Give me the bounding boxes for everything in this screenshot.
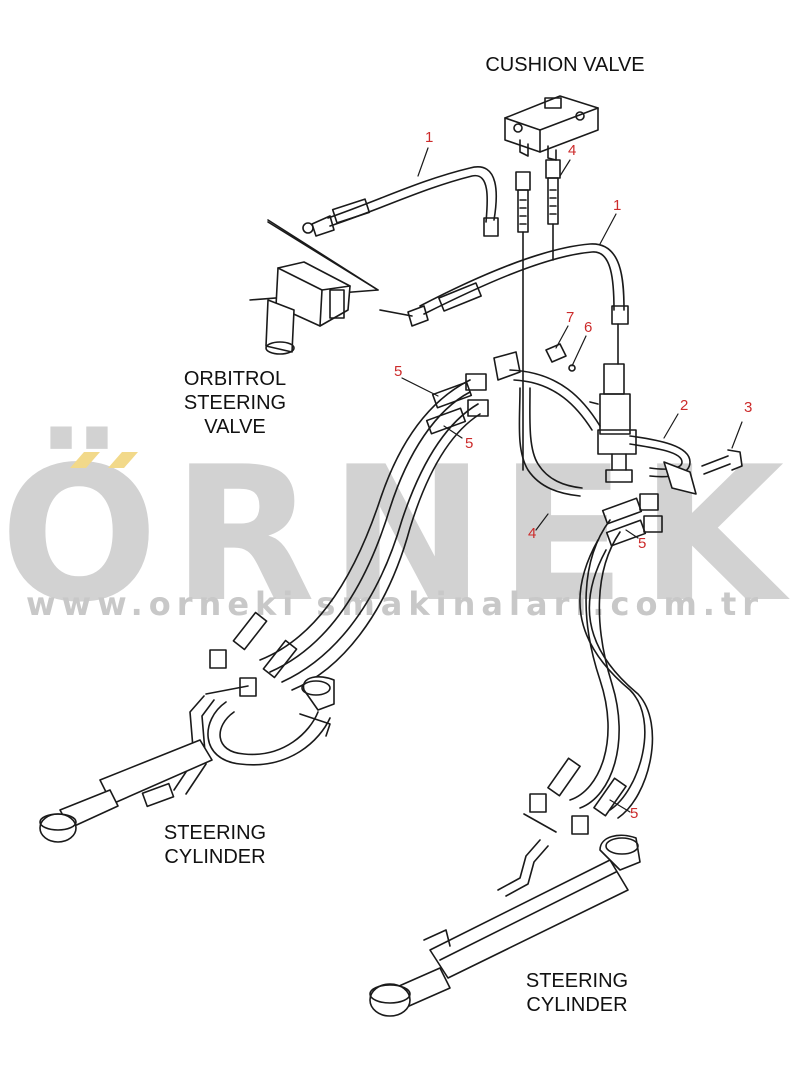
tee-block-drawing xyxy=(545,323,637,483)
part-number-5-left-bottom: 5 xyxy=(465,435,474,452)
leader-lines xyxy=(401,147,743,813)
hose-1-mid xyxy=(379,243,629,327)
part-number-5-left-top: 5 xyxy=(394,363,403,380)
label-cushion-valve: CUSHION VALVE xyxy=(485,54,645,76)
part-number-5-right-mid: 5 xyxy=(638,535,647,552)
label-orbitrol-line1: ORBITROL xyxy=(183,368,287,390)
orbitrol-valve-drawing xyxy=(249,219,379,355)
label-orbitrol-line3: VALVE xyxy=(204,416,266,438)
part-number-6: 6 xyxy=(584,319,593,336)
fittings-4-top xyxy=(515,159,561,471)
hose-1-top xyxy=(302,166,499,237)
label-orbitrol-line2: STEERING xyxy=(183,392,287,414)
steering-cylinder-left-drawing xyxy=(39,676,335,843)
label-cylinder-right-line1: STEERING xyxy=(525,970,629,992)
cushion-valve-drawing xyxy=(504,95,599,161)
part-number-2: 2 xyxy=(680,397,689,414)
watermark-accent-icon xyxy=(70,452,138,468)
label-cylinder-right-line2: CYLINDER xyxy=(526,994,628,1016)
watermark-url: www.orneki smakinalari.com.tr xyxy=(25,585,765,623)
label-cylinder-left-line1: STEERING xyxy=(163,822,267,844)
label-cylinder-left-line2: CYLINDER xyxy=(164,846,266,868)
part-number-1-top: 1 xyxy=(425,129,434,146)
part-number-4-top: 4 xyxy=(568,142,577,159)
part-number-4-bottom: 4 xyxy=(528,525,537,542)
hose-2-and-bolt-3 xyxy=(629,435,743,495)
part-number-7: 7 xyxy=(566,309,575,326)
part-number-1-mid: 1 xyxy=(613,197,622,214)
part-number-5-right-bottom: 5 xyxy=(630,805,639,822)
hose-pair-right xyxy=(529,493,663,835)
steering-cylinder-right-drawing xyxy=(369,813,641,1017)
part-number-3: 3 xyxy=(744,399,753,416)
watermark-brand: ÖRNEK xyxy=(0,426,790,643)
hose-pair-left xyxy=(209,351,601,697)
